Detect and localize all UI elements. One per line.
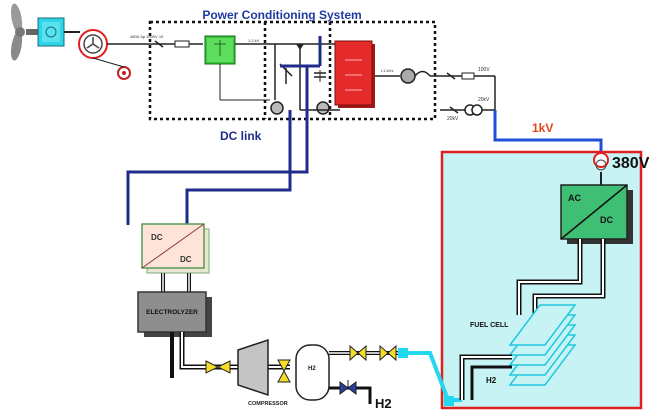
generator-icon bbox=[78, 29, 108, 59]
diode-icon bbox=[296, 44, 304, 50]
inductor-label: L1 kHz bbox=[381, 68, 393, 73]
acdc-converter: AC DC bbox=[560, 184, 633, 244]
dc-label: DC bbox=[600, 215, 613, 225]
dcdc-converter: DC DC bbox=[141, 223, 210, 274]
compressor-label: COMPRESSOR bbox=[248, 401, 288, 407]
rectifier-block bbox=[204, 35, 236, 65]
fuel-cell-stack bbox=[508, 304, 577, 386]
ac-label: AC bbox=[568, 193, 581, 203]
fuel-cell-label: FUEL CELL bbox=[470, 322, 509, 329]
valve-icon-1 bbox=[205, 360, 231, 374]
electrolyzer-label: ELECTROLYZER bbox=[146, 309, 198, 316]
v20b-label: 20kV bbox=[478, 97, 490, 103]
valve-icon-4 bbox=[379, 344, 397, 362]
dc-sensor-icon-2 bbox=[316, 101, 330, 115]
fuse-icon bbox=[174, 40, 190, 48]
compressor-icon: COMPRESSOR bbox=[237, 338, 288, 407]
ac-feed-line bbox=[493, 110, 603, 152]
tank-label: H2 bbox=[308, 366, 316, 372]
valve-icon-2 bbox=[277, 359, 291, 383]
inductor-icon bbox=[400, 68, 416, 84]
ground-gear-icon bbox=[117, 66, 131, 80]
electrolyzer-block: ELECTROLYZER bbox=[137, 291, 212, 337]
dcdc-top-label: DC bbox=[151, 233, 163, 242]
inverter-block bbox=[334, 40, 375, 108]
v380-label: 380V bbox=[612, 155, 650, 172]
v100-label: 100V bbox=[478, 67, 490, 73]
h2-tank: H2 bbox=[295, 344, 330, 401]
pcs-title: Power Conditioning System bbox=[202, 8, 361, 22]
dc-link-line-2 bbox=[185, 110, 292, 225]
h2-out-label: H2 bbox=[375, 396, 392, 411]
v20-label: 20kV bbox=[447, 116, 459, 122]
dc-link-label: DC link bbox=[220, 129, 262, 143]
pcs-boundary bbox=[148, 20, 437, 121]
valve-icon-3 bbox=[349, 344, 367, 362]
dc-link-line-1 bbox=[126, 110, 309, 225]
transformer-380-icon bbox=[593, 152, 609, 171]
valve-icon-5 bbox=[339, 380, 357, 395]
dc-voltage-label: 1.2 kV bbox=[248, 38, 260, 43]
fc-h2-label: H2 bbox=[486, 376, 497, 385]
gen-rating-label: 480A 3φ 1000V 15 bbox=[130, 34, 164, 39]
kv-label: 1kV bbox=[532, 121, 553, 135]
wind-turbine-icon bbox=[10, 3, 38, 61]
gearbox-icon bbox=[37, 17, 65, 47]
dc-sensor-icon bbox=[270, 101, 284, 115]
dcdc-bottom-label: DC bbox=[180, 255, 192, 264]
